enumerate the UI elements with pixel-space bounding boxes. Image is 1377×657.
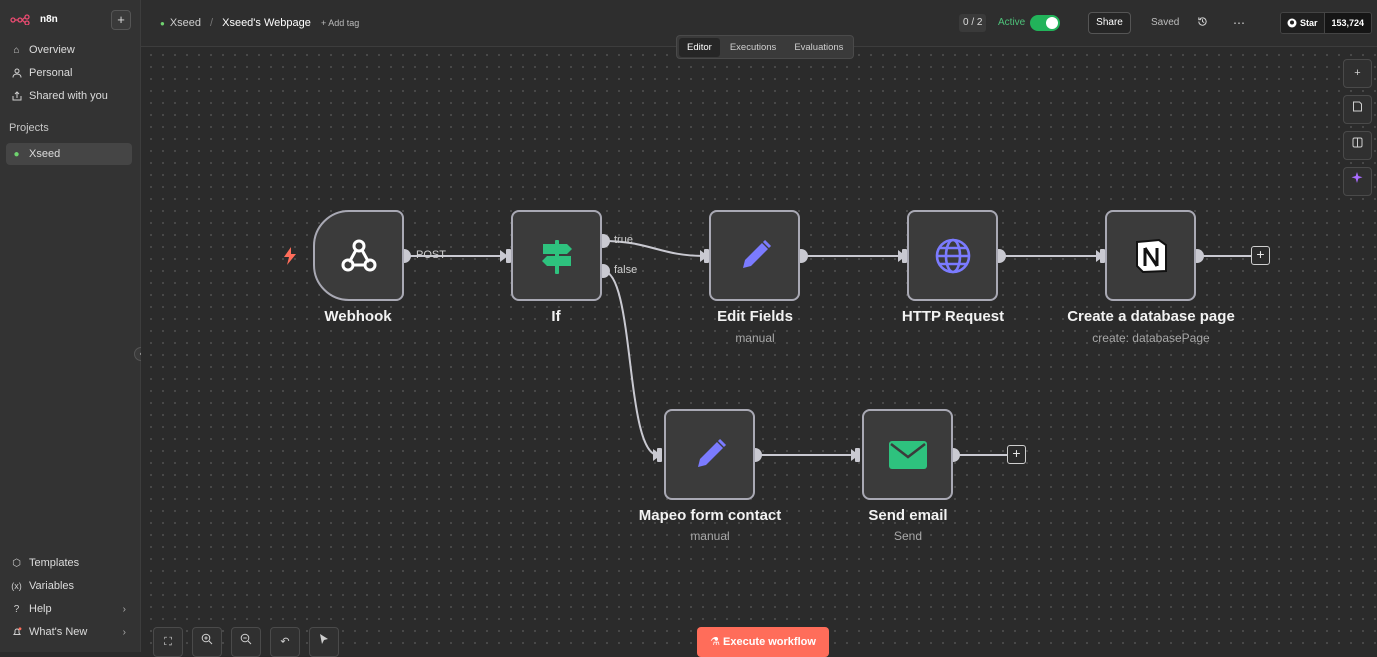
tab-editor[interactable]: Editor: [679, 37, 720, 57]
node-title: Mapeo form contact: [638, 507, 782, 524]
signpost-icon: [541, 239, 572, 274]
node-mapeo-form[interactable]: [664, 409, 755, 500]
variables-icon: (x): [11, 581, 22, 591]
sidebar-item-variables[interactable]: (x) Variables: [6, 575, 132, 597]
node-notion[interactable]: [1105, 210, 1196, 301]
alien-icon: ●: [160, 18, 165, 28]
tab-evaluations[interactable]: Evaluations: [794, 41, 844, 53]
node-webhook[interactable]: [313, 210, 404, 301]
sidebar-item-personal[interactable]: Personal: [6, 62, 132, 84]
zoom-in-icon[interactable]: [192, 627, 222, 657]
github-star-label: Star: [1300, 18, 1318, 28]
view-tabs: Editor Executions Evaluations: [676, 35, 855, 59]
node-edit-fields[interactable]: [709, 210, 800, 301]
node-title: HTTP Request: [901, 308, 1005, 325]
sticky-note-icon[interactable]: [1343, 95, 1372, 124]
sidebar-item-label: What's New: [29, 626, 88, 638]
ai-sparkle-icon[interactable]: [1343, 167, 1372, 196]
logo[interactable]: n8n: [10, 13, 58, 25]
github-star-count: 153,724: [1323, 13, 1372, 33]
share-icon: [11, 91, 22, 102]
connection-label-true: true: [614, 234, 633, 246]
breadcrumb: ● Xseed / Xseed's Webpage: [160, 17, 311, 29]
sidebar-item-label: Personal: [29, 67, 73, 79]
tab-executions[interactable]: Executions: [729, 41, 777, 53]
create-button[interactable]: +: [111, 10, 131, 30]
sidebar-item-templates[interactable]: ⬡ Templates: [6, 552, 132, 574]
node-subtitle: manual: [690, 529, 730, 543]
globe-icon: [935, 238, 970, 273]
node-title: If: [551, 308, 561, 325]
envelope-icon: [888, 440, 927, 469]
node-http-request[interactable]: [907, 210, 998, 301]
home-icon: ⌂: [13, 44, 20, 56]
projects-heading: Projects: [9, 122, 49, 134]
breadcrumb-separator: /: [210, 17, 214, 29]
node-title: Send email: [868, 507, 948, 524]
workflow-name[interactable]: Xseed's Webpage: [222, 17, 311, 29]
node-if[interactable]: [511, 210, 602, 301]
cursor-icon[interactable]: [309, 627, 339, 657]
history-icon[interactable]: [1193, 14, 1211, 32]
connection-label-false: false: [614, 264, 638, 276]
github-star-widget[interactable]: Star 153,724: [1280, 12, 1373, 34]
sidebar-item-label: Xseed: [29, 148, 61, 160]
sidebar-item-whats-new[interactable]: What's New ›: [6, 621, 132, 643]
n8n-logo-icon: [10, 14, 30, 25]
sidebar-item-label: Help: [29, 603, 52, 615]
github-icon: [1287, 18, 1297, 28]
sidebar: n8n + ⌂ Overview Personal Shared with yo…: [0, 0, 141, 652]
help-icon: ?: [13, 603, 20, 615]
workflow-canvas[interactable]: [141, 47, 1377, 652]
bell-icon: [11, 627, 22, 638]
flask-icon: ⚗: [710, 636, 720, 648]
sidebar-item-help[interactable]: ? Help ›: [6, 598, 132, 620]
node-title: Edit Fields: [717, 308, 793, 325]
panel-toggle-icon[interactable]: [1343, 131, 1372, 160]
trigger-bolt-icon: [284, 247, 296, 265]
active-label: Active: [998, 17, 1026, 28]
saved-status: Saved: [1151, 17, 1180, 28]
fit-view-icon[interactable]: ⛶: [153, 627, 183, 657]
undo-icon[interactable]: ↶: [270, 627, 300, 657]
sidebar-item-label: Shared with you: [29, 90, 108, 102]
chevron-right-icon: ›: [122, 603, 126, 615]
add-tag-button[interactable]: + Add tag: [321, 18, 360, 28]
active-toggle[interactable]: [1030, 15, 1060, 31]
sidebar-item-overview[interactable]: ⌂ Overview: [6, 39, 132, 61]
logo-text: n8n: [40, 13, 58, 25]
pencil-icon: [697, 438, 726, 467]
chevron-right-icon: ›: [122, 626, 126, 638]
sidebar-item-shared[interactable]: Shared with you: [6, 85, 132, 107]
node-subtitle: create: databasePage: [1092, 331, 1210, 345]
notion-icon: [1135, 238, 1167, 273]
breadcrumb-project[interactable]: Xseed: [169, 17, 202, 29]
add-node-button[interactable]: +: [1251, 246, 1270, 265]
pencil-icon: [742, 239, 771, 268]
connection-label-post: POST: [416, 249, 446, 261]
github-star-button[interactable]: Star: [1281, 13, 1324, 33]
sidebar-item-label: Variables: [29, 580, 75, 592]
node-title: Create a database page: [1067, 308, 1235, 325]
node-subtitle: Send: [893, 529, 923, 543]
zoom-out-icon[interactable]: [231, 627, 261, 657]
user-icon: [11, 68, 22, 79]
more-options-icon[interactable]: ⋯: [1233, 16, 1245, 30]
sidebar-item-label: Overview: [29, 44, 75, 56]
share-button[interactable]: Share: [1088, 12, 1131, 34]
alien-icon: ●: [13, 148, 20, 160]
add-node-panel-button[interactable]: +: [1343, 59, 1372, 88]
add-node-button[interactable]: +: [1007, 445, 1026, 464]
production-checklist-counter[interactable]: 0 / 2: [959, 14, 987, 32]
node-send-email[interactable]: [862, 409, 953, 500]
box-icon: ⬡: [12, 557, 21, 569]
webhook-icon: [341, 239, 376, 271]
execute-workflow-button[interactable]: ⚗ Execute workflow: [697, 627, 829, 657]
execute-workflow-label: Execute workflow: [723, 636, 816, 648]
node-subtitle: manual: [735, 331, 775, 345]
sidebar-item-xseed[interactable]: ● Xseed: [6, 143, 132, 165]
sidebar-item-label: Templates: [29, 557, 80, 569]
node-title: Webhook: [324, 308, 392, 325]
